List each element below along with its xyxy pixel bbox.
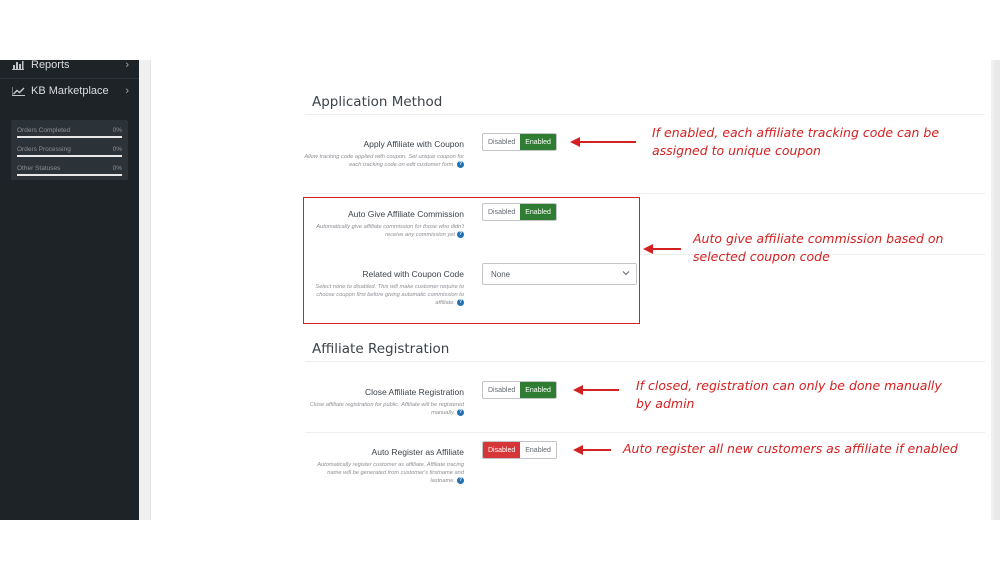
toggle-enabled-option[interactable]: Enabled — [520, 134, 556, 150]
help-icon[interactable]: ? — [457, 409, 464, 416]
bar-chart-icon — [11, 59, 25, 71]
stat-label: Orders Completed — [17, 127, 71, 134]
annotation-line: assigned to unique coupon — [652, 143, 821, 158]
setting-label-apply-coupon: Apply Affiliate with Coupon Allow tracki… — [304, 139, 464, 169]
row-divider — [305, 193, 985, 194]
setting-label-close-registration: Close Affiliate Registration Close affil… — [304, 387, 464, 417]
setting-description: Allow tracking code applied with coupon.… — [304, 153, 464, 169]
setting-label-related-coupon: Related with Coupon Code Select none to … — [304, 269, 464, 307]
toggle-auto-register: Disabled Enabled — [482, 441, 557, 459]
annotation-line: If enabled, each affiliate tracking code… — [652, 125, 940, 140]
setting-description-text: Close affiliate registration for public.… — [309, 402, 464, 416]
stat-progress-bar — [17, 136, 122, 138]
arrow-left-icon — [643, 244, 681, 254]
arrow-left-icon — [573, 445, 611, 455]
help-icon[interactable]: ? — [457, 299, 464, 306]
stat-orders-completed: Orders Completed 0% — [17, 124, 122, 143]
section-title-application-method: Application Method — [312, 94, 443, 110]
stat-other-statuses: Other Statuses 0% — [17, 162, 122, 181]
annotation-line: selected coupon code — [693, 249, 830, 264]
setting-label-auto-register: Auto Register as Affiliate Automatically… — [304, 447, 464, 485]
sidebar-item-kb-marketplace[interactable]: KB Marketplace › — [0, 78, 139, 104]
toggle-disabled-option[interactable]: Disabled — [488, 208, 516, 216]
help-icon[interactable]: ? — [457, 161, 464, 168]
row-divider — [305, 432, 985, 433]
setting-description: Automatically register customer as affil… — [304, 461, 464, 485]
setting-description-text: Automatically register customer as affil… — [317, 462, 464, 484]
order-stats-widget: Orders Completed 0% Orders Processing 0%… — [11, 120, 128, 180]
stat-progress-bar — [17, 174, 122, 176]
setting-description: Close affiliate registration for public.… — [304, 401, 464, 417]
stat-label: Other Statuses — [17, 165, 61, 172]
chevron-right-icon: › — [125, 59, 129, 71]
annotation-line: If closed, registration can only be done… — [636, 378, 942, 393]
chevron-down-icon — [622, 269, 630, 277]
sidebar-item-reports[interactable]: Reports › — [0, 52, 139, 78]
toggle-enabled-option[interactable]: Enabled — [520, 204, 556, 220]
arrow-left-icon — [573, 385, 619, 395]
annotation-line: by admin — [636, 396, 695, 411]
annotation-apply-coupon: If enabled, each affiliate tracking code… — [652, 124, 939, 160]
sidebar-item-label: Reports — [31, 59, 70, 71]
section-divider — [305, 114, 985, 115]
toggle-disabled-option[interactable]: Disabled — [488, 386, 516, 394]
annotation-line: Auto give affiliate commission based on — [693, 231, 944, 246]
setting-title: Close Affiliate Registration — [364, 387, 464, 397]
sidebar-item-label: KB Marketplace — [31, 85, 109, 97]
section-title-affiliate-registration: Affiliate Registration — [312, 341, 450, 357]
section-divider — [305, 361, 985, 362]
setting-description: Automatically give affiliate commission … — [304, 223, 464, 239]
admin-sidebar: Reports › KB Marketplace › Orders Comple… — [0, 59, 139, 520]
toggle-enabled-option[interactable]: Enabled — [520, 382, 556, 398]
toggle-disabled-option[interactable]: Disabled — [488, 138, 516, 146]
related-coupon-select[interactable]: None — [482, 263, 637, 285]
help-icon[interactable]: ? — [457, 231, 464, 238]
setting-description-text: Select none to disabled. This will make … — [315, 284, 464, 306]
select-value: None — [491, 269, 511, 279]
toggle-auto-give-commission: Disabled Enabled — [482, 203, 557, 221]
chevron-right-icon: › — [125, 85, 129, 97]
setting-description-text: Automatically give affiliate commission … — [316, 224, 464, 238]
help-icon[interactable]: ? — [457, 477, 464, 484]
setting-title: Apply Affiliate with Coupon — [363, 139, 465, 149]
setting-title: Related with Coupon Code — [362, 269, 464, 279]
arrow-left-icon — [570, 137, 636, 147]
stat-value: 0% — [112, 146, 122, 153]
highlight-box — [303, 197, 640, 324]
stat-value: 0% — [112, 165, 122, 172]
row-divider — [640, 254, 985, 255]
toggle-enabled-option[interactable]: Enabled — [525, 446, 551, 454]
toggle-close-registration: Disabled Enabled — [482, 381, 557, 399]
stat-label: Orders Processing — [17, 146, 71, 153]
annotation-auto-give: Auto give affiliate commission based on … — [693, 230, 943, 266]
trend-chart-icon — [11, 85, 25, 97]
sidebar-divider — [0, 78, 139, 79]
setting-description: Select none to disabled. This will make … — [304, 283, 464, 307]
stat-value: 0% — [112, 127, 122, 134]
annotation-auto-register: Auto register all new customers as affil… — [623, 441, 958, 456]
toggle-disabled-option[interactable]: Disabled — [483, 442, 521, 458]
stat-progress-bar — [17, 155, 122, 157]
annotation-close-registration: If closed, registration can only be done… — [636, 377, 942, 413]
stat-orders-processing: Orders Processing 0% — [17, 143, 122, 162]
settings-panel — [150, 60, 991, 520]
setting-label-auto-give: Auto Give Affiliate Commission Automatic… — [304, 209, 464, 239]
setting-title: Auto Give Affiliate Commission — [347, 209, 464, 219]
setting-description-text: Allow tracking code applied with coupon.… — [304, 154, 464, 168]
scrollbar-track[interactable] — [994, 60, 1000, 520]
setting-title: Auto Register as Affiliate — [371, 447, 464, 457]
toggle-apply-coupon: Disabled Enabled — [482, 133, 557, 151]
